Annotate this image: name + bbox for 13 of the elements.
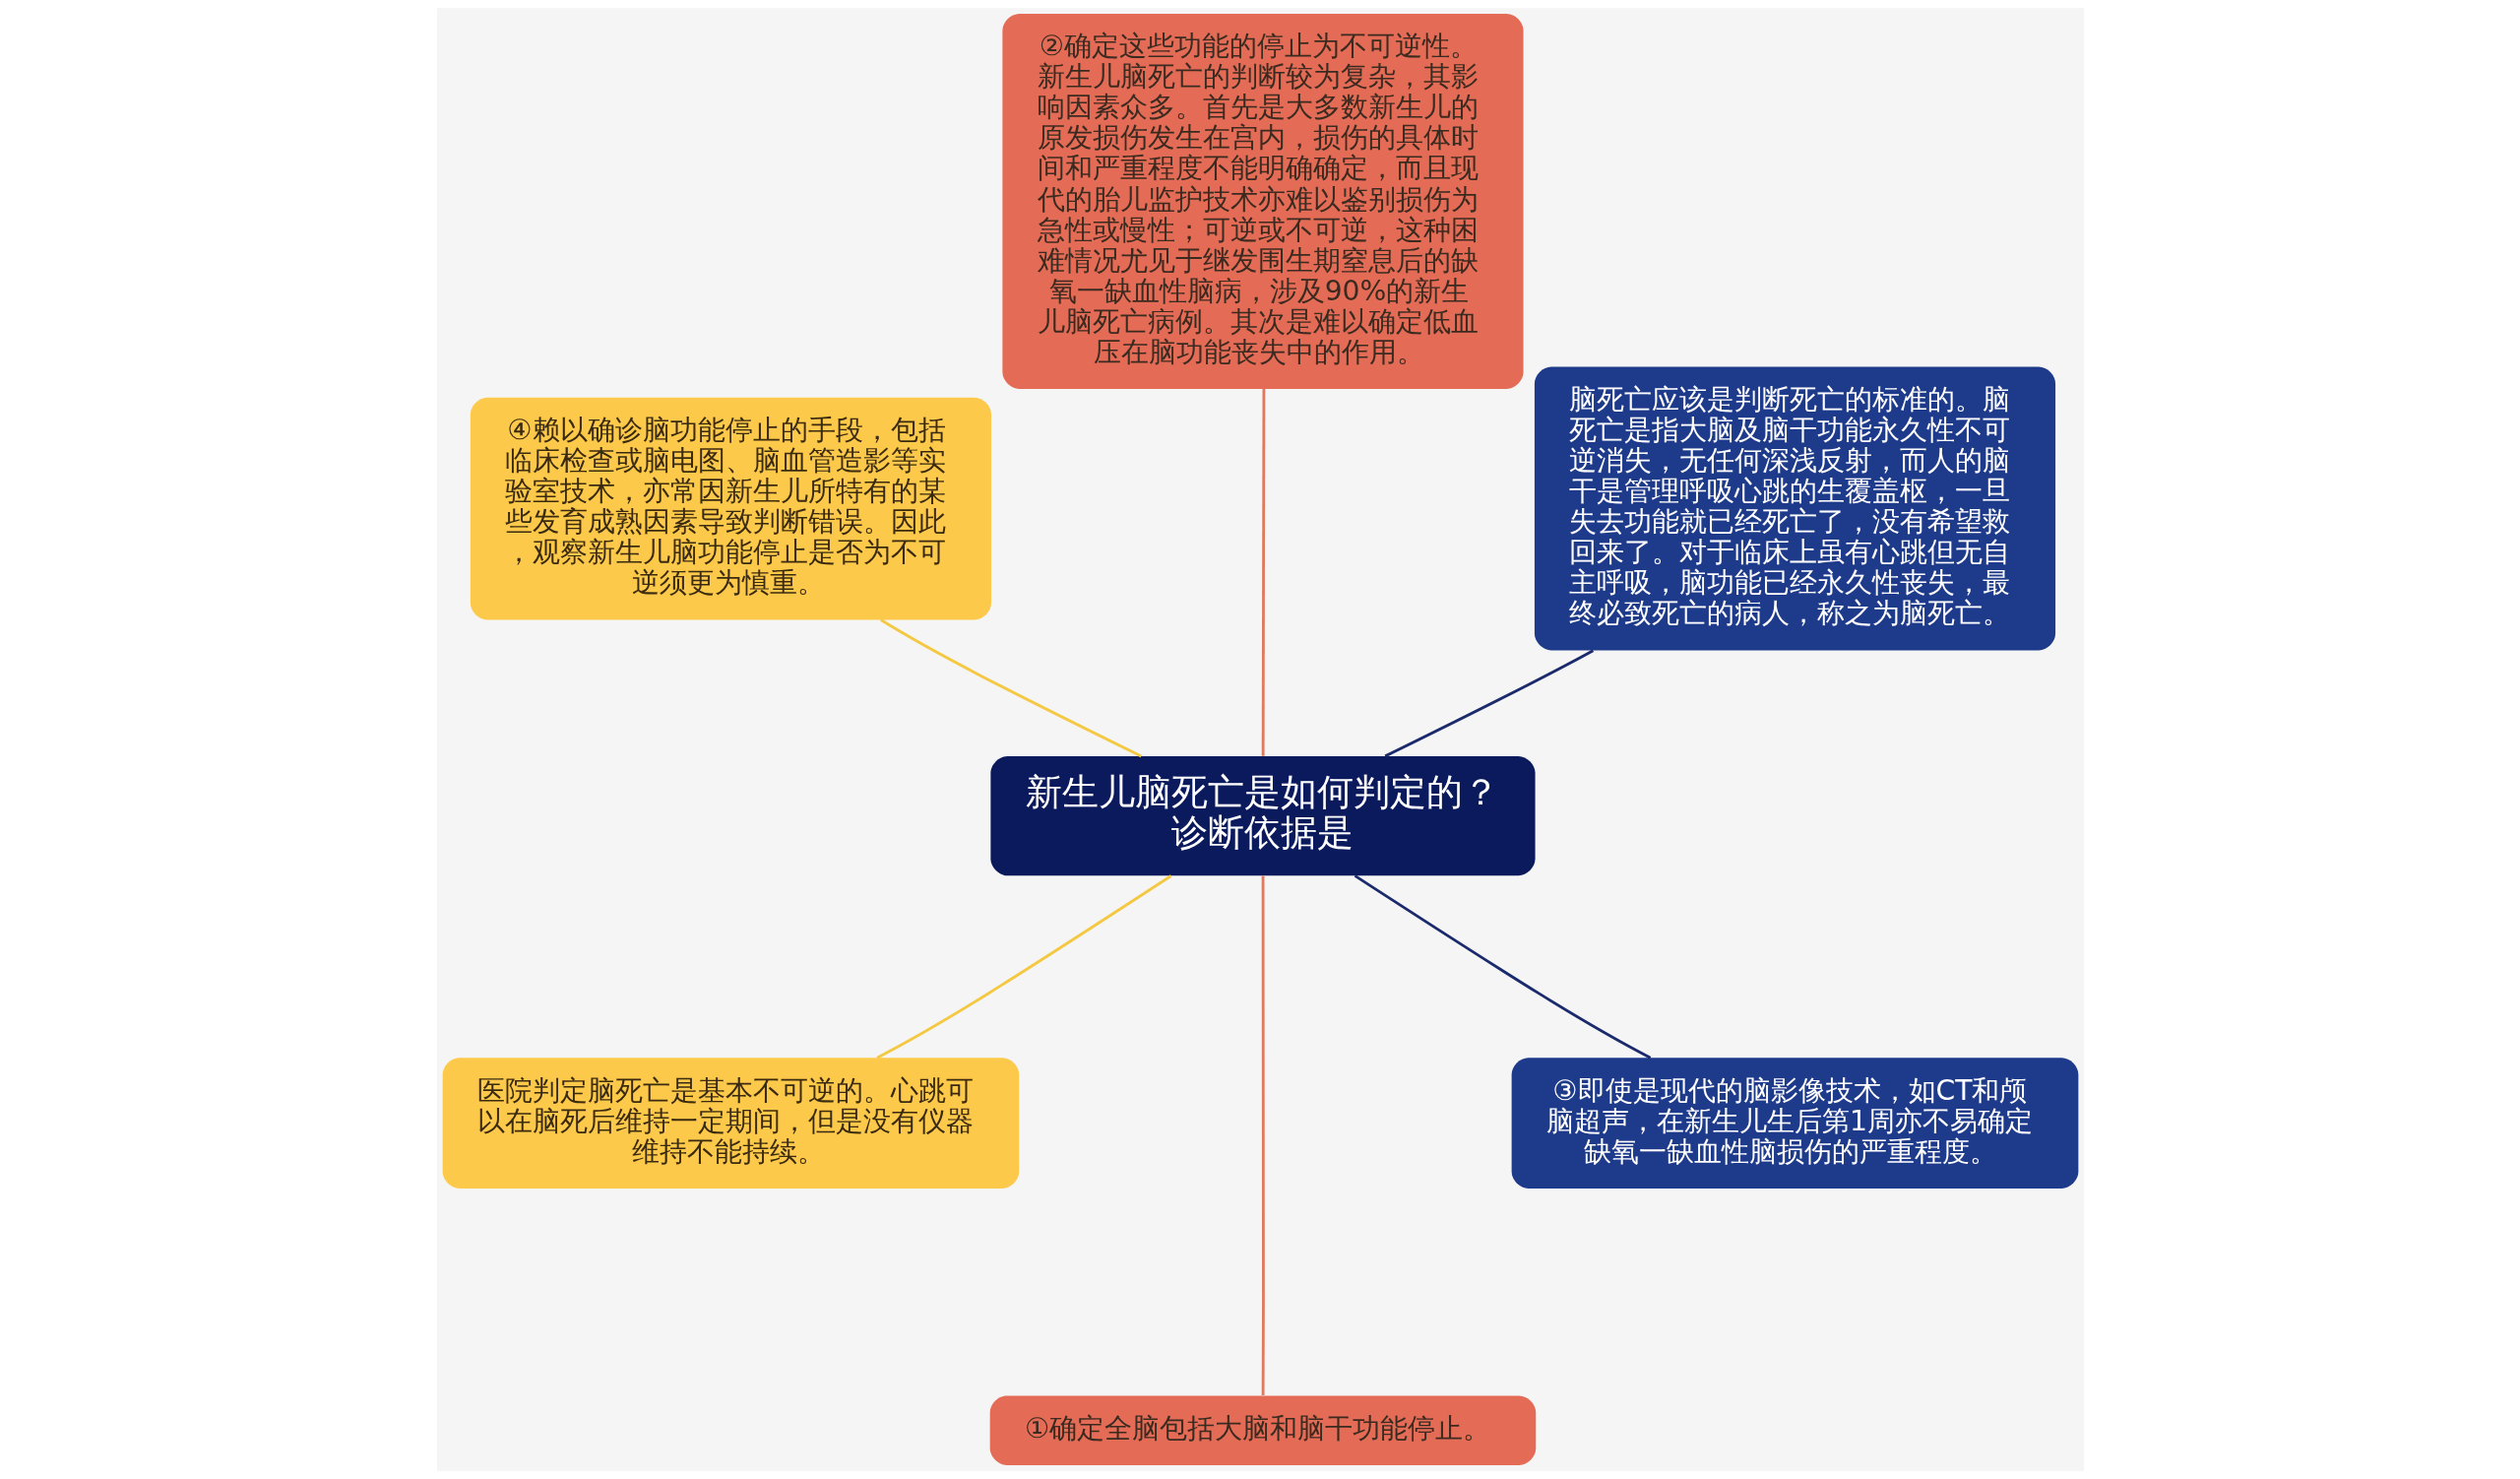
node-box: 新生儿脑死亡是如何判定的？诊断依据是 [989, 755, 1536, 876]
node-box: ③即使是现代的脑影像技术，如CT和颅脑超声，在新生儿生后第1周亦不易确定缺氧一缺血性脑损伤的严重程度。 [1511, 1058, 2078, 1189]
node-box: ④赖以确诊脑功能停止的手段，包括临床检查或脑电图、脑血管造影等实验室技术，亦常因新生儿所特有的某些发育成熟因素导致判断错误。因此，观察新生儿脑功能停止是否为不可逆须更为慎重。 [470, 397, 991, 620]
connector [879, 618, 1142, 758]
node-box: 脑死亡应该是判断死亡的标准的。脑死亡是指大脑及脑干功能永久性不可逆消失，无任何深浅反射，而人的脑干是管理呼吸心跳的生覆盖枢，一旦失去功能就已经死亡了，没有希望救回来了。对于临床上虽有心跳但无自主呼吸，脑功能已经永久性丧失，最终必致死亡的病人，称之为脑死亡。 [1534, 366, 2055, 651]
connector [1354, 874, 1651, 1060]
connector [875, 874, 1171, 1060]
node-box: ①确定全脑包括大脑和脑干功能停止。 [989, 1395, 1536, 1465]
connector [1261, 875, 1265, 1396]
connector [1384, 649, 1594, 758]
node-box: ②确定这些功能的停止为不可逆性。新生儿脑死亡的判断较为复杂，其影响因素众多。首先是大多数新生儿的原发损伤发生在宫内，损伤的具体时间和严重程度不能明确确定，而且现代的胎儿监护技术亦难以鉴别损伤为急性或慢性；可逆或不可逆，这种困难情况尤见于继发围生期窒息后的缺氧一缺血性脑病，涉及90%的新生儿脑死亡病例。其次是难以确定低血压在脑功能丧失中的作用。 [1001, 14, 1524, 389]
connector [1261, 388, 1265, 756]
node-box: 医院判定脑死亡是基本不可逆的。心跳可以在脑死后维持一定期间，但是没有仪器维持不能持续。 [442, 1058, 1019, 1189]
